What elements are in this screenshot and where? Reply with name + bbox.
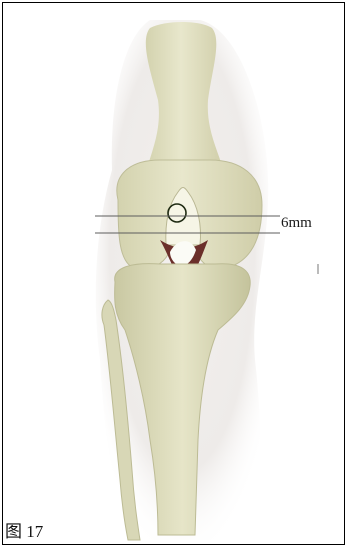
figure-caption: 图 17 <box>5 522 43 542</box>
measurement-label: 6mm <box>281 214 312 232</box>
